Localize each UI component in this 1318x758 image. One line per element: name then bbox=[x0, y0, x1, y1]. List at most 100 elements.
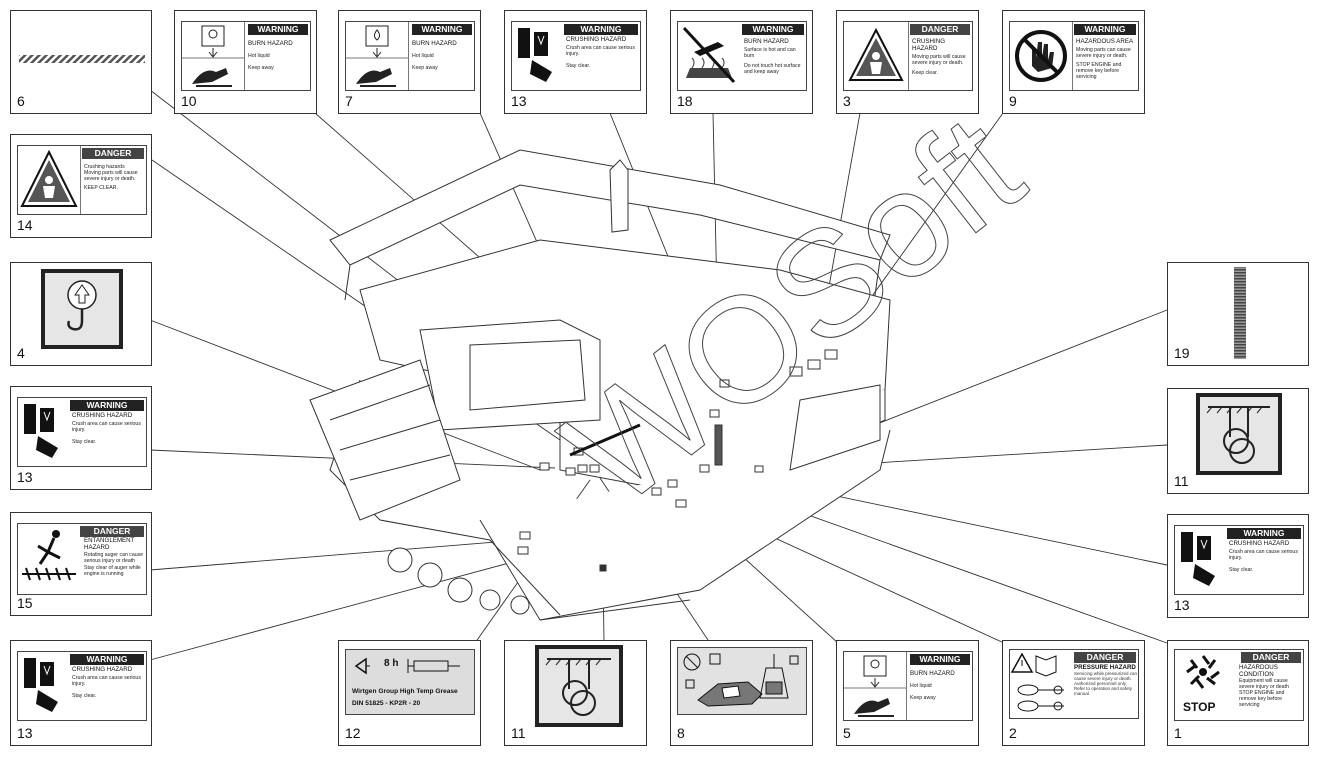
stop-text: STOP bbox=[1183, 700, 1216, 714]
grease-name: Wirtgen Group High Temp Grease bbox=[352, 688, 458, 695]
callout-number: 13 bbox=[17, 469, 33, 485]
label-title: BURN HAZARD bbox=[744, 38, 789, 45]
label-line: Keep away bbox=[412, 65, 438, 71]
pressure-hazard-label: DANGER PRESSURE HAZARD Servicing while p… bbox=[1009, 649, 1139, 719]
label-line: Keep away bbox=[248, 65, 274, 71]
crushing-triangle-icon bbox=[848, 27, 904, 81]
callout-7: WARNING BURN HAZARD Hot liquid Keep away… bbox=[338, 10, 481, 114]
label-line: Hot liquid bbox=[910, 683, 932, 689]
burn-hazard-label: WARNING BURN HAZARD Hot liquid Keep away bbox=[181, 21, 311, 91]
callout-number: 4 bbox=[17, 345, 25, 361]
label-signal-word: DANGER bbox=[80, 526, 144, 537]
callout-10: WARNING BURN HAZARD Hot liquid Keep away… bbox=[174, 10, 317, 114]
label-line: Crush area can cause serious injury. bbox=[1229, 549, 1298, 561]
callout-number: 5 bbox=[843, 725, 851, 741]
label-signal-word: DANGER bbox=[82, 148, 144, 159]
label-title: BURN HAZARD bbox=[412, 40, 457, 47]
label-line: Do not touch hot surface and keep away bbox=[744, 63, 801, 75]
callout-number: 11 bbox=[1174, 473, 1189, 489]
crushing-danger-label: DANGER Crushing hazards Moving parts wil… bbox=[17, 145, 147, 215]
label-title: CRUSHING HAZARD bbox=[912, 38, 946, 52]
label-title: PRESSURE HAZARD bbox=[1074, 664, 1136, 671]
crushing-hazard-label: WARNING CRUSHING HAZARD Crush area can c… bbox=[17, 651, 147, 721]
crushing-hazard-label: WARNING CRUSHING HAZARD Crush area can c… bbox=[511, 21, 641, 91]
crushing-hand-icon bbox=[518, 28, 552, 82]
entanglement-label bbox=[1196, 393, 1282, 475]
label-line: Moving parts will cause severe injury or… bbox=[84, 170, 138, 182]
transport-diagram-icon bbox=[683, 653, 799, 707]
rope-entanglement-icon bbox=[545, 658, 611, 716]
label-signal-word: WARNING bbox=[70, 654, 144, 665]
no-entry-hand-icon bbox=[1015, 30, 1067, 82]
label-line: Stay clear. bbox=[566, 63, 591, 69]
label-line: Keep clear. bbox=[912, 70, 938, 76]
callout-number: 15 bbox=[17, 595, 33, 611]
callout-number: 13 bbox=[17, 725, 33, 741]
callout-13: WARNING CRUSHING HAZARD Crush area can c… bbox=[10, 640, 152, 746]
callout-1: DANGER STOP HAZARDOUS CONDITION Equipmen… bbox=[1167, 640, 1309, 746]
callout-8: 8 bbox=[670, 640, 813, 746]
hazardous-condition-label: DANGER STOP HAZARDOUS CONDITION Equipmen… bbox=[1174, 649, 1304, 721]
label-signal-word: WARNING bbox=[910, 654, 970, 665]
label-signal-word: DANGER bbox=[1241, 652, 1301, 663]
label-line: Stay clear. bbox=[72, 693, 97, 699]
callout-number: 8 bbox=[677, 725, 685, 741]
callout-number: 2 bbox=[1009, 725, 1017, 741]
callout-number: 11 bbox=[511, 725, 526, 741]
entanglement-hazard-label: DANGER ENTANGLEMENT HAZARD Rotating auge… bbox=[17, 523, 147, 595]
label-line: Crush area can cause serious injury. bbox=[566, 45, 635, 57]
crushing-hand-icon bbox=[24, 404, 58, 458]
label-line: Hot liquid bbox=[248, 53, 270, 59]
crushing-hand-icon bbox=[24, 658, 58, 712]
label-line: Equipment will cause severe injury or de… bbox=[1239, 678, 1289, 690]
callout-number: 6 bbox=[17, 93, 25, 109]
label-title: CRUSHING HAZARD bbox=[566, 36, 627, 43]
label-line: Stay clear. bbox=[1229, 567, 1254, 573]
callout-4: 4 bbox=[10, 262, 152, 366]
callout-18: WARNING BURN HAZARD Surface is hot and c… bbox=[670, 10, 813, 114]
grease-strip bbox=[569, 423, 641, 457]
label-line: Moving parts can cause severe injury or … bbox=[1076, 47, 1131, 59]
label-signal-word: WARNING bbox=[1074, 24, 1136, 35]
callout-3: DANGER CRUSHING HAZARD Moving parts will… bbox=[836, 10, 979, 114]
crushing-hazard-label: DANGER CRUSHING HAZARD Moving parts will… bbox=[843, 21, 973, 91]
burn-hazard-label: WARNING BURN HAZARD Hot liquid Keep away bbox=[843, 651, 973, 721]
label-title: ENTANGLEMENT HAZARD bbox=[84, 537, 135, 551]
label-line: Moving parts will cause severe injury or… bbox=[912, 54, 966, 66]
label-signal-word: WARNING bbox=[70, 400, 144, 411]
callout-2: DANGER PRESSURE HAZARD Servicing while p… bbox=[1002, 640, 1145, 746]
label-line: Keep away bbox=[910, 695, 936, 701]
label-line: Stay clear of auger while engine is runn… bbox=[84, 565, 141, 577]
crushing-hazard-label: WARNING CRUSHING HAZARD Crush area can c… bbox=[17, 397, 147, 467]
hot-liquid-icon bbox=[844, 655, 906, 717]
label-signal-word: WARNING bbox=[742, 24, 804, 35]
callout-19: 19 bbox=[1167, 262, 1309, 366]
label-line: Refer to operation and safety manual. bbox=[1074, 686, 1133, 696]
callout-9: WARNING HAZARDOUS AREA Moving parts can … bbox=[1002, 10, 1145, 114]
label-signal-word: DANGER bbox=[1074, 652, 1136, 663]
lifting-point-label bbox=[41, 269, 123, 349]
label-line: STOP ENGINE and remove key before servic… bbox=[1076, 62, 1122, 80]
callout-number: 13 bbox=[1174, 597, 1190, 613]
label-title: CRUSHING HAZARD bbox=[1229, 540, 1290, 547]
label-line: Crush area can cause serious injury. bbox=[72, 421, 141, 433]
auger-entanglement-icon bbox=[22, 530, 76, 581]
grip-strip-icon bbox=[1234, 267, 1246, 359]
callout-11: 11 bbox=[1167, 388, 1309, 494]
callout-number: 9 bbox=[1009, 93, 1017, 109]
label-title: HAZARDOUS AREA bbox=[1076, 38, 1134, 45]
callout-14: DANGER Crushing hazards Moving parts wil… bbox=[10, 134, 152, 238]
callout-11: 11 bbox=[504, 640, 647, 746]
label-line: Stay clear. bbox=[72, 439, 97, 445]
label-signal-word: WARNING bbox=[1227, 528, 1301, 539]
label-signal-word: WARNING bbox=[248, 24, 308, 35]
callout-6: 6 bbox=[10, 10, 152, 114]
label-title: CRUSHING HAZARD bbox=[72, 412, 133, 419]
hot-liquid-icon bbox=[182, 25, 244, 87]
callout-number: 1 bbox=[1174, 725, 1182, 741]
callout-number: 3 bbox=[843, 93, 851, 109]
callout-number: 14 bbox=[17, 217, 33, 233]
crushing-triangle-icon bbox=[20, 149, 78, 207]
rope-entanglement-icon bbox=[1206, 406, 1270, 464]
